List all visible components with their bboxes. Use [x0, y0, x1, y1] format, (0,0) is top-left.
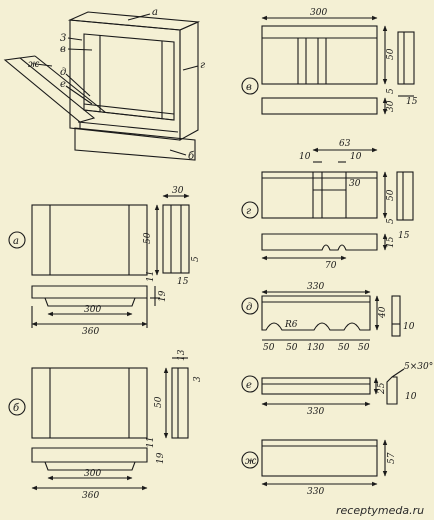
part-b-bottom-view [31, 447, 148, 471]
marker-a-label: а [13, 236, 19, 247]
dim-a-30: 30 [172, 186, 184, 196]
assembly-drawer-board [3, 57, 96, 123]
assembly-inner-opening [83, 33, 175, 121]
part-zh-views [261, 439, 388, 487]
marker-circle-d [241, 297, 259, 315]
dim-d-50b: 50 [286, 343, 298, 353]
marker-b-label: б [13, 403, 20, 414]
dim-e-10: 10 [405, 392, 417, 402]
part-v-side-view [397, 31, 415, 85]
dim-b-13: 13 [177, 349, 187, 361]
dim-v-30: 30 [386, 100, 396, 112]
assembly-label-g: г [200, 60, 205, 71]
dim-g-30: 30 [349, 179, 361, 189]
part-g-side-view [396, 171, 414, 221]
assembly-label-3: 3 [60, 33, 66, 44]
assembly-label-zh: ж [28, 59, 40, 70]
dim-d-50a: 50 [263, 343, 275, 353]
part-b-front-view [31, 367, 148, 439]
dim-d-10: 10 [403, 322, 415, 332]
dim-v-5: 5 [386, 88, 396, 94]
dim-v-50: 50 [386, 48, 396, 60]
dim-e-chamfer: 5×30° [404, 362, 433, 372]
dim-b-360: 360 [82, 491, 99, 501]
dim-g-10a: 10 [299, 152, 311, 162]
dim-d-50c: 50 [338, 343, 350, 353]
assembly-label-e: е [60, 79, 66, 90]
dim-a-15: 15 [177, 277, 189, 287]
marker-g-label: г [246, 206, 251, 217]
dim-b-11: 11 [146, 437, 156, 448]
dim-v-15: 15 [406, 97, 418, 107]
part-d-front-view [261, 295, 371, 331]
part-a-side-view [162, 204, 190, 274]
dim-a-300: 300 [84, 305, 101, 315]
marker-d-label: д [246, 302, 252, 313]
marker-v-label: в [246, 82, 252, 93]
part-v-bottom-view [261, 97, 378, 115]
assembly-isometric [3, 11, 201, 161]
dim-d-330: 330 [307, 282, 324, 292]
part-e-front-view [261, 377, 371, 395]
dim-g-63: 63 [339, 139, 351, 149]
marker-circle-v [241, 77, 259, 95]
part-g-bottom-view [261, 233, 378, 251]
part-a-front-view [31, 204, 148, 276]
dim-e-330: 330 [307, 407, 324, 417]
marker-circle-zh [241, 451, 259, 469]
dim-d-50d: 50 [358, 343, 370, 353]
part-e-side-view [386, 376, 398, 405]
dim-e-25: 25 [377, 382, 387, 395]
part-v-front-view [261, 25, 378, 85]
dim-zh-330: 330 [307, 487, 324, 497]
dim-g-15b: 15 [386, 236, 396, 248]
assembly-label-b: б [188, 151, 195, 162]
part-zh-front-view [261, 439, 378, 477]
marker-circle-b [8, 398, 26, 416]
marker-e-label: е [246, 380, 252, 391]
dim-g-70: 70 [325, 261, 337, 271]
part-g-front-view [261, 171, 378, 219]
assembly-label-d: д [60, 67, 66, 78]
dim-a-50: 50 [143, 232, 153, 244]
dim-a-19: 19 [158, 290, 168, 302]
dim-b-300: 300 [84, 469, 101, 479]
dim-a-11: 11 [146, 271, 156, 282]
dim-g-50: 50 [386, 189, 396, 201]
part-b-views [31, 357, 189, 491]
part-d-side-view [391, 295, 401, 337]
dim-a-360: 360 [82, 327, 99, 337]
marker-zh-label: ж [245, 456, 257, 467]
part-a-views [31, 193, 190, 328]
part-b-side-view [171, 367, 189, 439]
assembly-label-v: в [60, 44, 66, 55]
dim-zh-57: 57 [387, 452, 397, 464]
dim-d-130: 130 [307, 343, 324, 353]
part-g-views [261, 147, 414, 261]
dim-d-r6: R6 [284, 320, 298, 330]
marker-circle-e [241, 375, 259, 393]
marker-circle-a [8, 231, 26, 249]
dim-g-15a: 15 [398, 231, 410, 241]
marker-circle-g [241, 201, 259, 219]
dim-b-3: 3 [193, 376, 203, 382]
dim-b-19: 19 [156, 452, 166, 464]
part-d-views [261, 289, 401, 341]
assembly-right-panel [179, 21, 199, 141]
assembly-label-a: а [152, 7, 158, 18]
part-e-views [261, 368, 405, 407]
dim-d-40: 40 [378, 306, 388, 319]
dim-g-5: 5 [386, 218, 396, 224]
dim-a-5: 5 [191, 256, 201, 262]
assembly-base-plate [74, 127, 196, 161]
assembly-top-panel [67, 11, 201, 31]
watermark: receptymeda.ru [336, 504, 424, 517]
dim-v-300: 300 [310, 8, 327, 18]
part-a-bottom-view [31, 285, 148, 307]
part-v-views [261, 15, 415, 115]
dim-b-50: 50 [154, 396, 164, 408]
dim-g-10b: 10 [350, 152, 362, 162]
